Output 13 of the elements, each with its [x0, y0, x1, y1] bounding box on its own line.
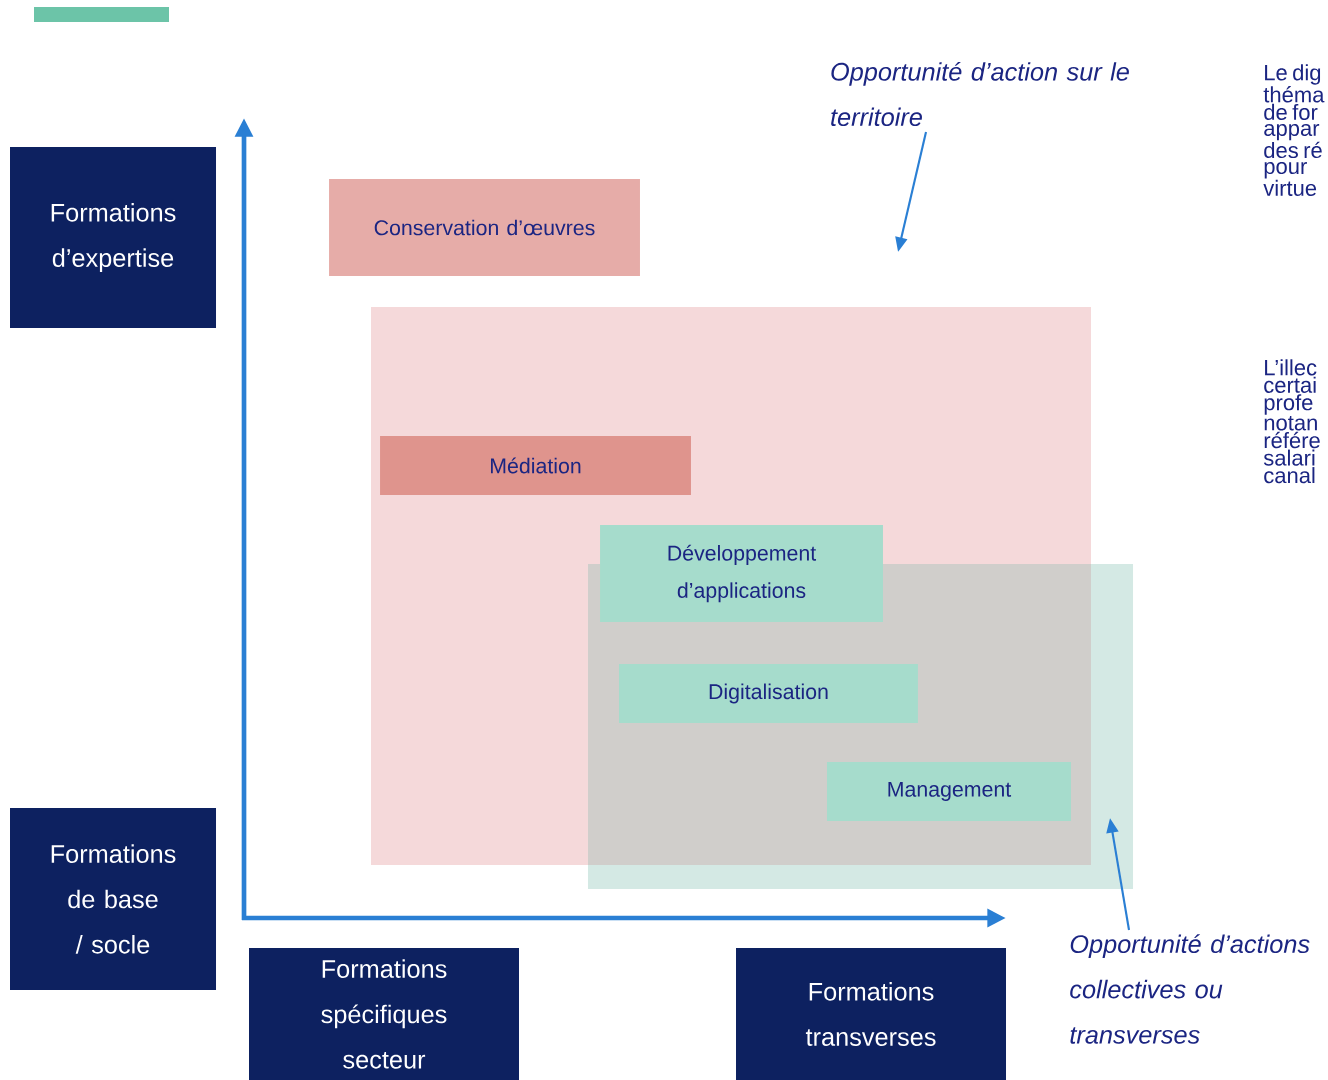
paragraph: Le dig théma de for appar des ré pour virtue [1263, 64, 1325, 196]
category-box: Formations d’expertise [10, 146, 216, 329]
training-box: Conservation d’œuvres [329, 178, 640, 277]
callout-text: Opportunité d’action sur le territoire [831, 61, 1129, 127]
training-box: Développement d’applications [600, 524, 883, 623]
category-box: Formations spécifiques secteur [249, 948, 519, 1080]
training-box: Digitalisation [619, 664, 918, 723]
category-box: Formations de base / socle [10, 808, 216, 990]
training-box: Médiation [380, 436, 691, 495]
category-box: Formations transverses [736, 948, 1006, 1080]
paragraph: L’illec certai profe notan référe salari canal [1263, 359, 1320, 484]
training-box: Management [826, 762, 1071, 821]
callout-text: Opportunité d’actions collectives ou transverses [1070, 934, 1310, 1044]
